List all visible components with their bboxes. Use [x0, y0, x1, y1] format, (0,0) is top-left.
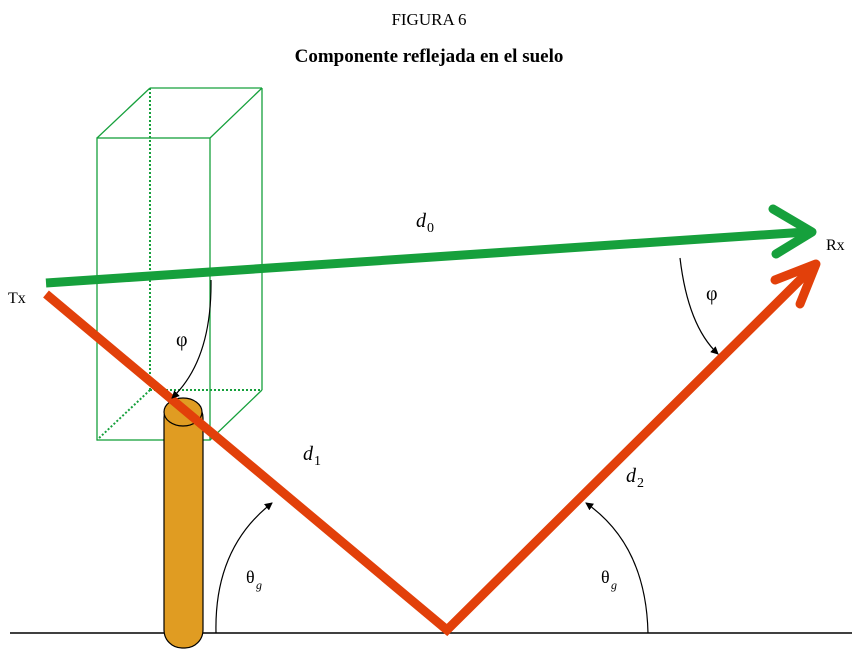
svg-text:g: g	[256, 578, 262, 592]
svg-text:g: g	[611, 578, 617, 592]
rx-label: Rx	[826, 237, 845, 254]
direct-ray	[45, 227, 807, 288]
reflected-ray	[43, 268, 812, 637]
theta-label-left: θ g	[246, 567, 262, 592]
svg-text:θ: θ	[601, 567, 610, 587]
pole	[163, 397, 204, 649]
svg-text:1: 1	[314, 454, 321, 469]
svg-text:d: d	[626, 465, 637, 487]
figure-number: FIGURA 6	[391, 10, 467, 29]
obstacle-box	[96, 87, 263, 441]
theta-arc-left	[215, 502, 273, 634]
d2-label: d 2	[626, 465, 644, 491]
theta-label-right: θ g	[601, 567, 617, 592]
d0-label: d 0	[416, 210, 434, 236]
phi-arc-left	[171, 279, 212, 399]
tx-label: Tx	[8, 290, 26, 307]
d1-label: d 1	[303, 443, 321, 469]
direct-ray-arrowhead	[768, 204, 817, 259]
svg-text:θ: θ	[246, 567, 255, 587]
phi-label-right: φ	[706, 283, 718, 305]
theta-arc-right	[585, 502, 649, 634]
phi-arc-right	[679, 257, 719, 355]
svg-text:d: d	[303, 443, 314, 465]
figure-title: Componente reflejada en el suelo	[294, 46, 564, 67]
svg-text:0: 0	[427, 221, 434, 236]
svg-text:d: d	[416, 210, 427, 232]
phi-label-left: φ	[176, 329, 188, 351]
reflected-ray-arrowhead	[770, 259, 821, 309]
svg-text:2: 2	[637, 476, 644, 491]
